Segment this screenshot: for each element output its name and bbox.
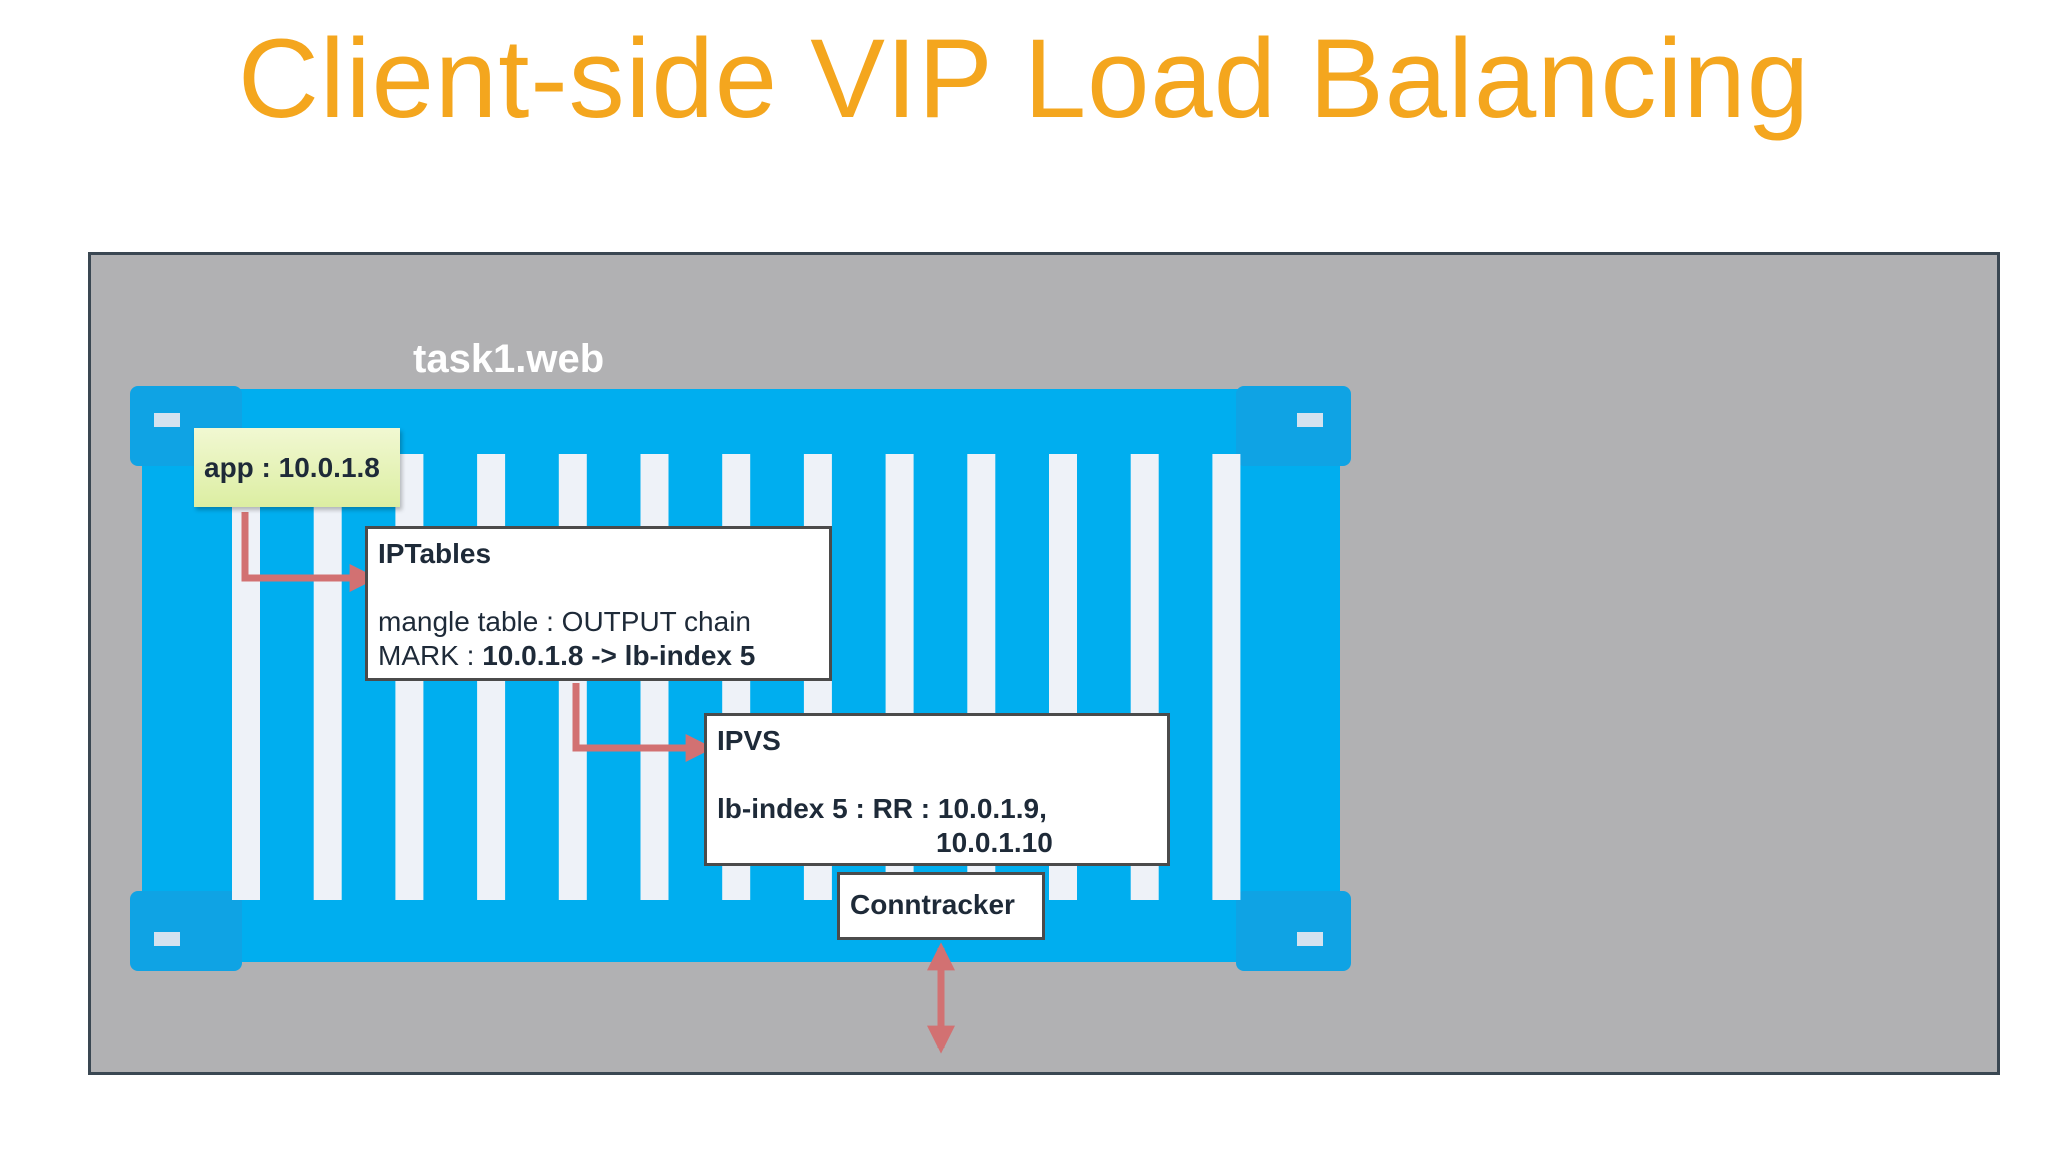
corner-slot (1297, 932, 1323, 946)
arrow-app-to-iptables (241, 512, 378, 592)
flow-arrows (241, 512, 955, 1054)
ipvs-heading: IPVS (717, 725, 781, 756)
conntracker-text: Conntracker (850, 889, 1015, 920)
container-slat (1212, 454, 1241, 900)
iptables-line2: MARK : 10.0.1.8 -> lb-index 5 (378, 639, 829, 673)
arrow-iptables-to-ipvs (572, 683, 714, 762)
ipvs-spacer (717, 758, 1167, 792)
container-corner-bottom-right (1236, 891, 1351, 971)
ipvs-line1: lb-index 5 : RR : 10.0.1.9, (717, 793, 1047, 824)
container-corner-top-right (1236, 386, 1351, 466)
slide-title: Client-side VIP Load Balancing (237, 16, 1811, 141)
iptables-box: IPTables mangle table : OUTPUT chain MAR… (365, 526, 832, 681)
app-box-text: app : 10.0.1.8 (204, 452, 380, 483)
iptables-line2-prefix: MARK : (378, 640, 483, 671)
iptables-line2-bold: 10.0.1.8 -> lb-index 5 (482, 640, 756, 671)
ipvs-line2: 10.0.1.10 (936, 827, 1053, 858)
corner-slot (1297, 413, 1323, 427)
container-slat (313, 454, 342, 900)
iptables-heading: IPTables (378, 538, 492, 569)
iptables-spacer (378, 571, 829, 605)
iptables-line1: mangle table : OUTPUT chain (378, 606, 751, 637)
conntracker-box: Conntracker (837, 872, 1045, 940)
container-corner-bottom-left (130, 891, 242, 971)
corner-slot (154, 932, 180, 946)
container-label: task1.web (413, 337, 605, 381)
corner-slot (154, 413, 180, 427)
ipvs-box: IPVS lb-index 5 : RR : 10.0.1.9, 10.0.1.… (704, 713, 1170, 866)
app-box: app : 10.0.1.8 (194, 428, 400, 507)
